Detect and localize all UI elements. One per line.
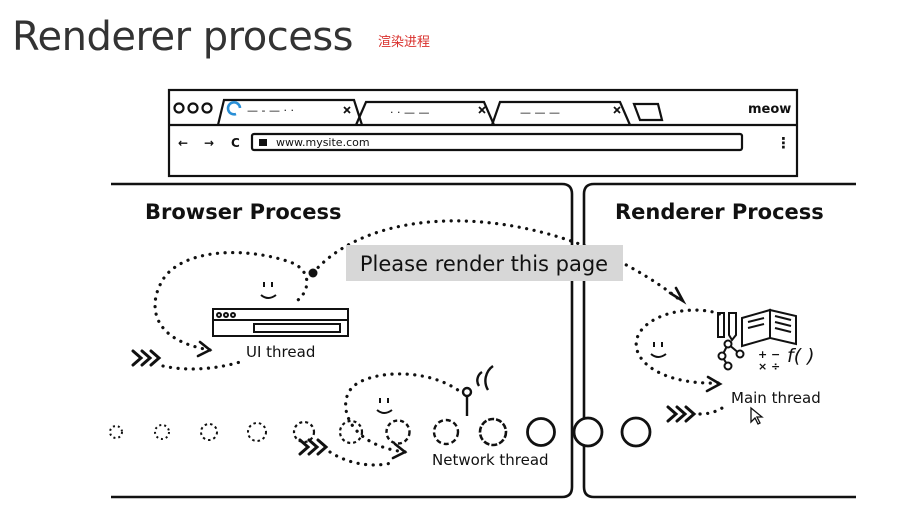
- math-symbols-icon: + −: [758, 348, 780, 361]
- tab-second[interactable]: [354, 100, 496, 126]
- message-text: Please render this page: [360, 252, 608, 276]
- task-queue-circles: [109, 416, 652, 448]
- tab-third-placeholder: — — —: [520, 106, 560, 119]
- browser-process-panel: [111, 182, 574, 499]
- mouse-cursor-icon: [750, 406, 764, 425]
- ui-thread-illustration: UI thread: [131, 251, 349, 371]
- tab-close-icon[interactable]: [343, 106, 621, 114]
- main-thread-illustration: + − × ÷ f( ) Main thread: [634, 308, 821, 423]
- tab-active-placeholder: — - — · ·: [247, 104, 294, 117]
- forward-icon[interactable]: →: [204, 136, 214, 150]
- mini-browser-icon: [212, 308, 349, 337]
- tab-third[interactable]: [490, 100, 632, 126]
- antenna-icon: [461, 365, 494, 416]
- back-icon[interactable]: ←: [178, 136, 188, 150]
- renderer-process-title: Renderer Process: [615, 200, 824, 224]
- slide-note: 渲染进程: [378, 35, 431, 50]
- function-icon: f( ): [787, 345, 815, 367]
- dom-tree-icon: [717, 339, 745, 371]
- loading-spinner-icon: [226, 101, 242, 116]
- pencil-ruler-icon: [717, 312, 737, 342]
- browser-process-title: Browser Process: [145, 200, 341, 224]
- network-thread-illustration: Network thread: [298, 365, 549, 469]
- browser-brand: meow: [748, 102, 791, 117]
- message-box: [346, 245, 623, 281]
- network-thread-label: Network thread: [432, 451, 549, 469]
- tab-second-placeholder: · · — —: [390, 106, 429, 119]
- address-text: www.mysite.com: [276, 136, 370, 149]
- main-thread-chevrons: [666, 405, 697, 423]
- network-thread-chevrons: [298, 438, 329, 456]
- window-control-dots: [173, 102, 213, 114]
- browser-window-mockup: [167, 88, 799, 178]
- math-symbols-icon-row2: × ÷: [758, 360, 780, 373]
- tab-active[interactable]: [216, 98, 364, 126]
- renderer-process-panel: [582, 182, 856, 499]
- address-bar[interactable]: [250, 132, 744, 152]
- ui-thread-chevrons: [131, 349, 162, 367]
- menu-icon[interactable]: ⋮: [776, 134, 791, 152]
- message-arrow: [308, 219, 687, 305]
- open-book-icon: [741, 308, 797, 348]
- smiley-face-icon: [260, 282, 277, 299]
- smiley-face-icon: [376, 398, 393, 414]
- slide-title: Renderer process: [12, 14, 354, 60]
- reload-icon[interactable]: C: [231, 136, 240, 150]
- smiley-face-icon: [650, 342, 667, 358]
- lock-icon: [259, 139, 267, 146]
- ui-thread-label: UI thread: [246, 343, 315, 361]
- main-thread-label: Main thread: [731, 389, 821, 407]
- new-tab-button[interactable]: [632, 102, 664, 122]
